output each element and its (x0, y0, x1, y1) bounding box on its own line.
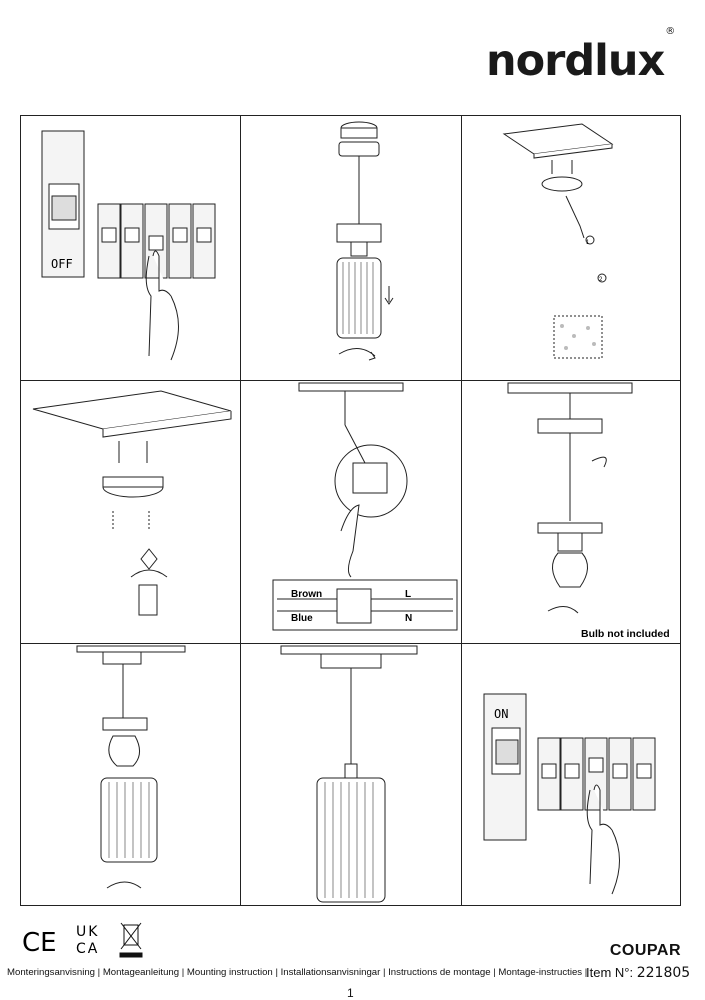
marker-1: 1 (586, 240, 590, 246)
registered-mark: ® (665, 25, 675, 37)
step-9-switch-on: ON (462, 644, 681, 905)
item-number: Item N°: 221805 (586, 965, 690, 981)
blue-wire-label: Blue (291, 613, 313, 624)
certification-marks: CE UK CA (22, 915, 152, 960)
step-8-finished (241, 644, 461, 905)
product-name: COUPAR (609, 942, 681, 959)
ukca-mark: UK CA (76, 924, 99, 957)
step-7-attach-shade (21, 644, 240, 905)
ce-mark: CE (22, 928, 57, 958)
item-label: Item N°: (586, 965, 634, 980)
step-3-mount-plate: 1 2 (462, 116, 681, 380)
step-5-wiring: Brown Blue L N (241, 381, 461, 643)
grid-divider (240, 116, 241, 905)
instruction-grid: OFF (20, 115, 681, 906)
off-label: OFF (51, 257, 73, 271)
svg-text:UK: UK (76, 924, 99, 940)
brand-logo: nordlux® (486, 26, 675, 83)
step-6-bulb: Bulb not included (462, 381, 681, 643)
step-2-disassemble (241, 116, 461, 380)
grid-divider (21, 380, 680, 381)
marker-2: 2 (599, 277, 603, 283)
live-label: L (405, 589, 411, 600)
grid-divider (461, 116, 462, 905)
brand-name: nordlux (486, 36, 665, 86)
neutral-label: N (405, 613, 412, 624)
page-number: 1 (347, 986, 354, 1000)
step-1-switch-off: OFF (21, 116, 240, 380)
bulb-not-included-note: Bulb not included (581, 628, 670, 640)
grid-divider (21, 643, 680, 644)
step-4-anchors (21, 381, 240, 643)
brown-wire-label: Brown (291, 589, 322, 600)
weee-bin-icon (119, 922, 143, 958)
item-value: 221805 (636, 965, 691, 981)
instruction-languages: Monteringsanvisning | Montageanleitung |… (7, 967, 588, 978)
on-label: ON (494, 707, 508, 721)
svg-text:CA: CA (76, 941, 99, 957)
